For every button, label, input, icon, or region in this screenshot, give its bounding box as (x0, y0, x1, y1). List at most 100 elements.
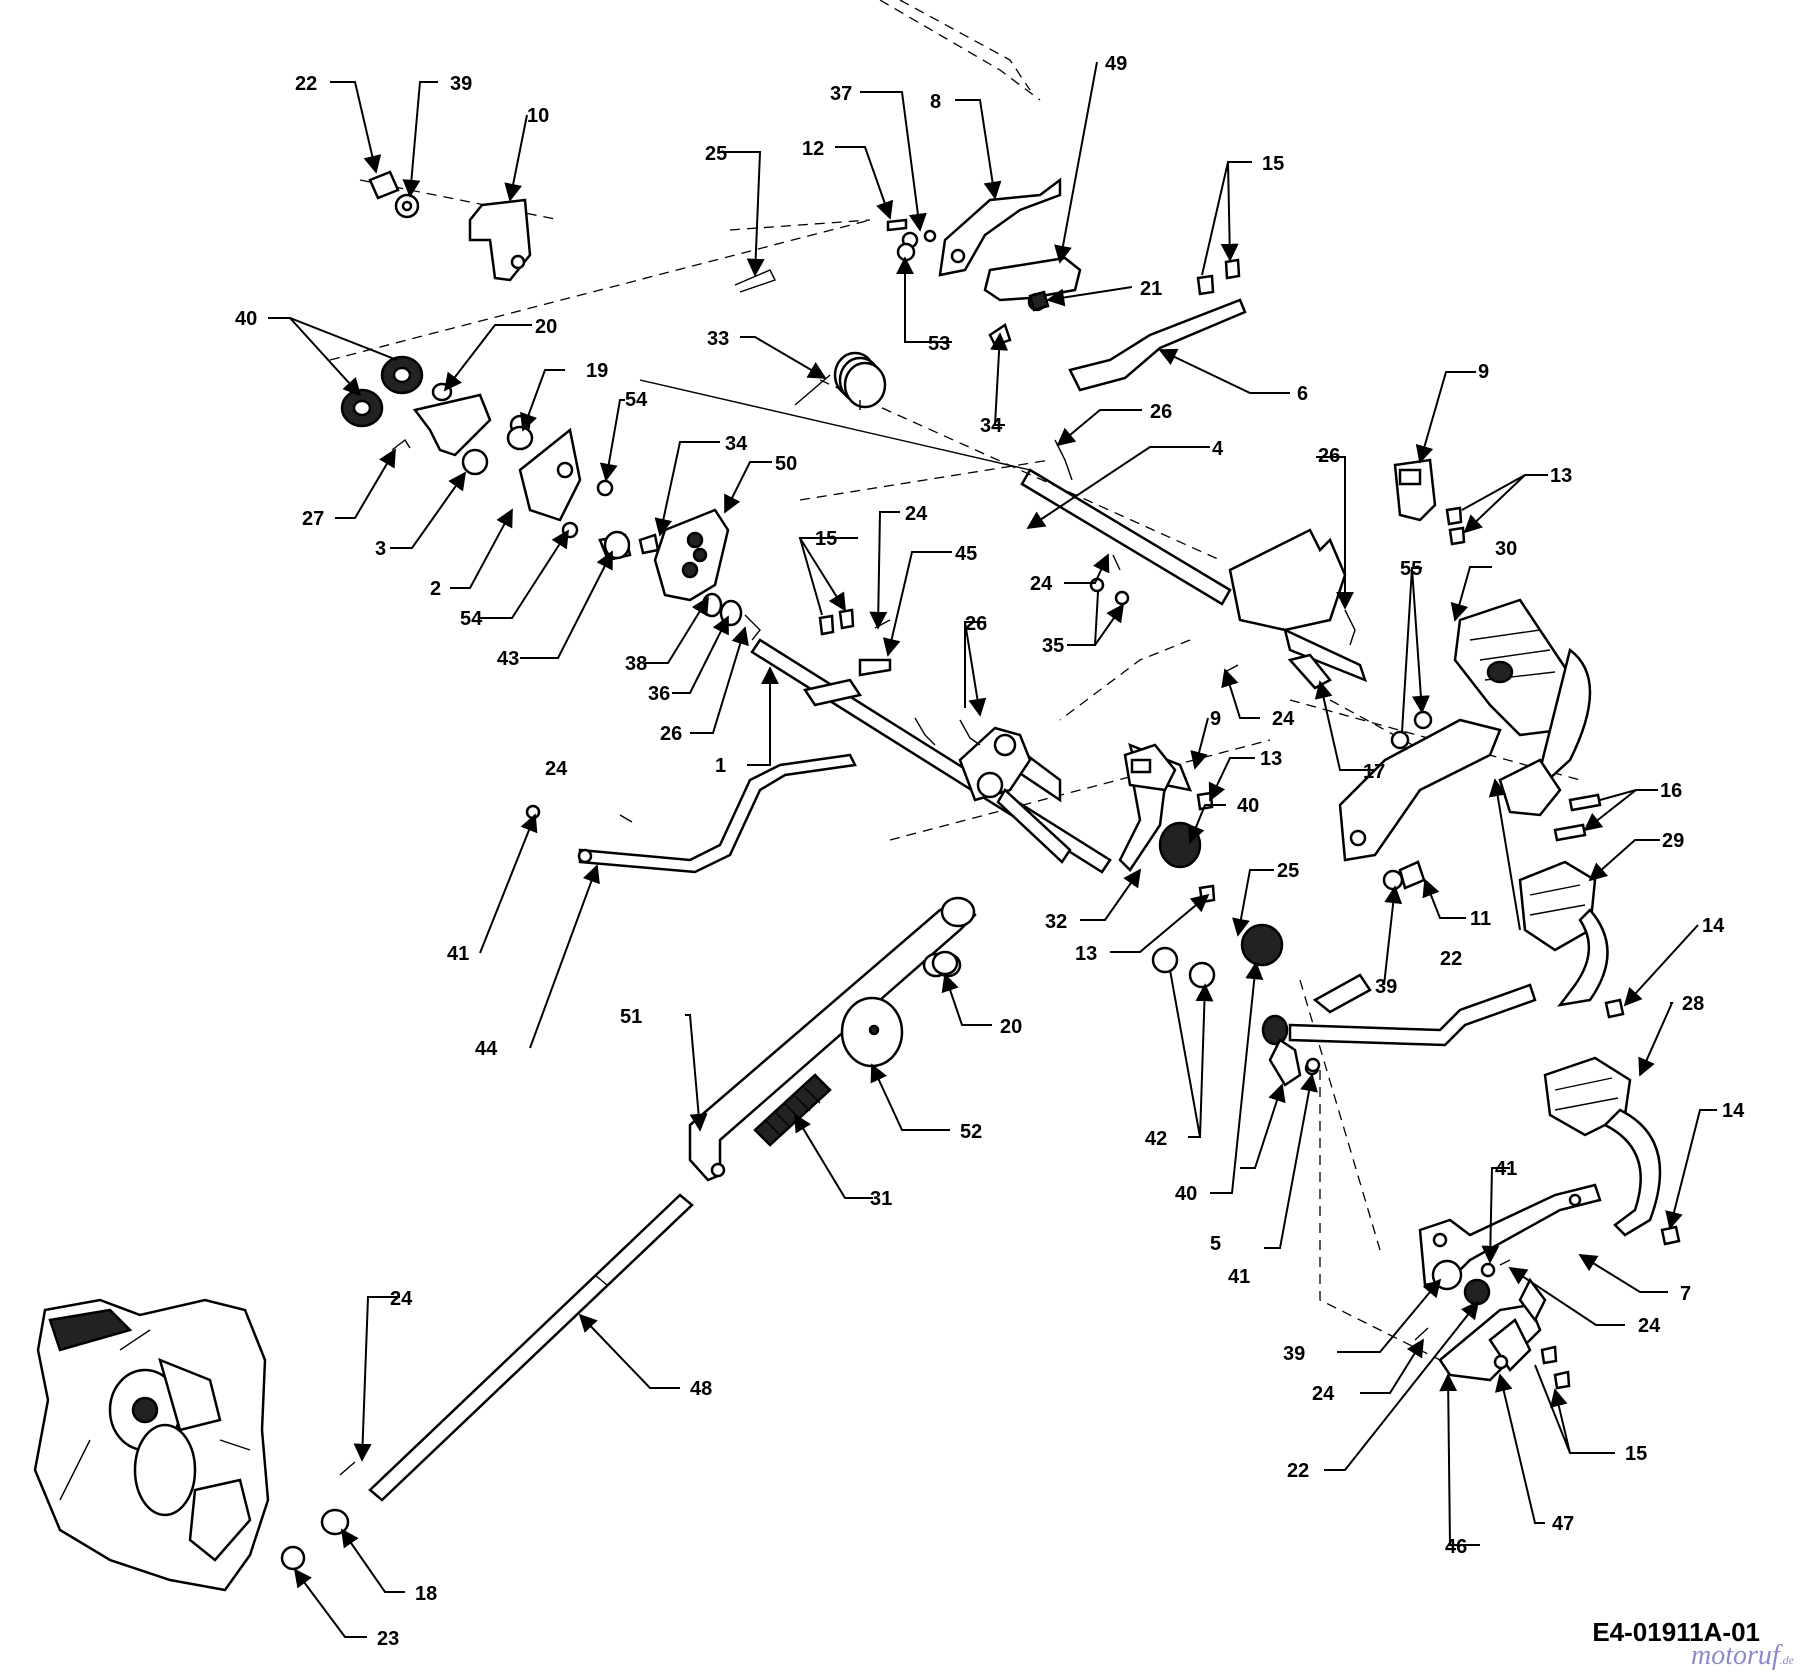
mount-plate (1393, 458, 1437, 522)
main-shaft (639, 379, 1232, 606)
callout-41: 41 (1495, 1158, 1517, 1180)
callout-22: 22 (295, 73, 317, 95)
callout-7: 7 (1680, 1283, 1691, 1305)
callout-43: 43 (497, 648, 519, 670)
control-link (1068, 298, 1247, 392)
callout-24: 24 (1638, 1315, 1661, 1337)
callout-26: 26 (660, 723, 682, 745)
callout-25: 25 (705, 143, 727, 165)
callout-5: 5 (1210, 1233, 1221, 1255)
callout-26: 26 (1318, 445, 1340, 467)
callout-29: 29 (1662, 830, 1684, 852)
bracket-part (468, 198, 532, 282)
callout-41: 41 (1228, 1266, 1250, 1288)
mount-plate-center (1123, 743, 1177, 792)
callout-38: 38 (625, 653, 647, 675)
callout-53: 53 (928, 333, 950, 355)
bushings (340, 355, 424, 428)
callout-23: 23 (377, 1628, 399, 1650)
callout-51: 51 (620, 1006, 642, 1028)
drawing-code: E4-01911A-01 (1592, 1617, 1760, 1647)
callout-40: 40 (1175, 1183, 1197, 1205)
callout-27: 27 (302, 508, 324, 530)
callout-26: 26 (965, 613, 987, 635)
callout-20: 20 (1000, 1016, 1022, 1038)
watermark-suffix: .de (1779, 1653, 1794, 1667)
callout-8: 8 (930, 91, 941, 113)
rod-end-parts (280, 1508, 350, 1571)
callout-39: 39 (1375, 976, 1397, 998)
torsion-spring (794, 351, 887, 410)
callout-41: 41 (447, 943, 469, 965)
callout-47: 47 (1552, 1513, 1574, 1535)
pedal-linkage (1431, 1259, 1547, 1382)
callout-26: 26 (1150, 401, 1172, 423)
link-45 (802, 658, 892, 707)
callout-42: 42 (1145, 1128, 1167, 1150)
callout-leaders (268, 61, 1717, 1638)
callout-32: 32 (1045, 911, 1067, 933)
callout-22: 22 (1287, 1460, 1309, 1482)
nut-washer-set (368, 170, 420, 219)
brake-pedal (1312, 860, 1609, 1014)
callout-14: 14 (1702, 915, 1725, 937)
clevis-plate (958, 726, 1072, 864)
compression-spring (753, 1073, 832, 1147)
parts-artwork (33, 0, 1681, 1592)
callout-16: 16 (1660, 780, 1682, 802)
callout-46: 46 (1445, 1536, 1467, 1558)
callout-36: 36 (648, 683, 670, 705)
callout-40: 40 (1237, 795, 1259, 817)
callout-18: 18 (415, 1583, 437, 1605)
pedal-grip (1453, 598, 1592, 782)
callout-11: 11 (1470, 908, 1491, 930)
callout-52: 52 (960, 1121, 982, 1143)
pedal-arm (1338, 718, 1562, 891)
callout-12: 12 (802, 138, 824, 160)
cam-plate (598, 508, 730, 602)
transmission-housing (33, 1298, 270, 1592)
callout-30: 30 (1495, 538, 1517, 560)
callout-1: 1 (715, 755, 726, 777)
callout-48: 48 (690, 1378, 712, 1400)
callout-13: 13 (1260, 748, 1282, 770)
callout-15: 15 (1262, 153, 1284, 175)
callout-24: 24 (905, 503, 928, 525)
callout-10: 10 (527, 105, 549, 127)
callout-44: 44 (475, 1038, 498, 1060)
watermark-brand: motoruf (1690, 1640, 1780, 1671)
callout-25: 25 (1277, 860, 1299, 882)
callout-34: 34 (725, 433, 748, 455)
callout-4: 4 (1212, 438, 1224, 460)
callout-24: 24 (390, 1288, 413, 1310)
callout-19: 19 (586, 360, 608, 382)
callout-28: 28 (1682, 993, 1704, 1015)
callout-39: 39 (450, 73, 472, 95)
callout-13: 13 (1075, 943, 1097, 965)
callout-14: 14 (1722, 1100, 1745, 1122)
callout-labels: 22 39 10 37 8 49 25 12 15 21 40 20 33 53… (235, 53, 1745, 1650)
callout-40: 40 (235, 308, 257, 330)
callout-13: 13 (1550, 465, 1572, 487)
callout-54: 54 (460, 608, 483, 630)
callout-37: 37 (830, 83, 852, 105)
drive-pedal (1418, 1056, 1662, 1287)
callout-33: 33 (707, 328, 729, 350)
drive-lever (688, 896, 977, 1182)
callout-24: 24 (545, 758, 568, 780)
callout-49: 49 (1105, 53, 1127, 75)
callout-54: 54 (625, 389, 648, 411)
callout-24: 24 (1312, 1383, 1335, 1405)
callout-3: 3 (375, 538, 386, 560)
shift-rod (577, 753, 857, 874)
callout-24: 24 (1030, 573, 1053, 595)
callout-2: 2 (430, 578, 441, 600)
callout-9: 9 (1478, 361, 1489, 383)
callout-22: 22 (1440, 948, 1462, 970)
callout-50: 50 (775, 453, 797, 475)
watermark-logo: motoruf.de (1691, 1640, 1794, 1672)
callout-15: 15 (1625, 1443, 1647, 1465)
upper-arm (938, 177, 1062, 277)
callout-15: 15 (815, 528, 837, 550)
